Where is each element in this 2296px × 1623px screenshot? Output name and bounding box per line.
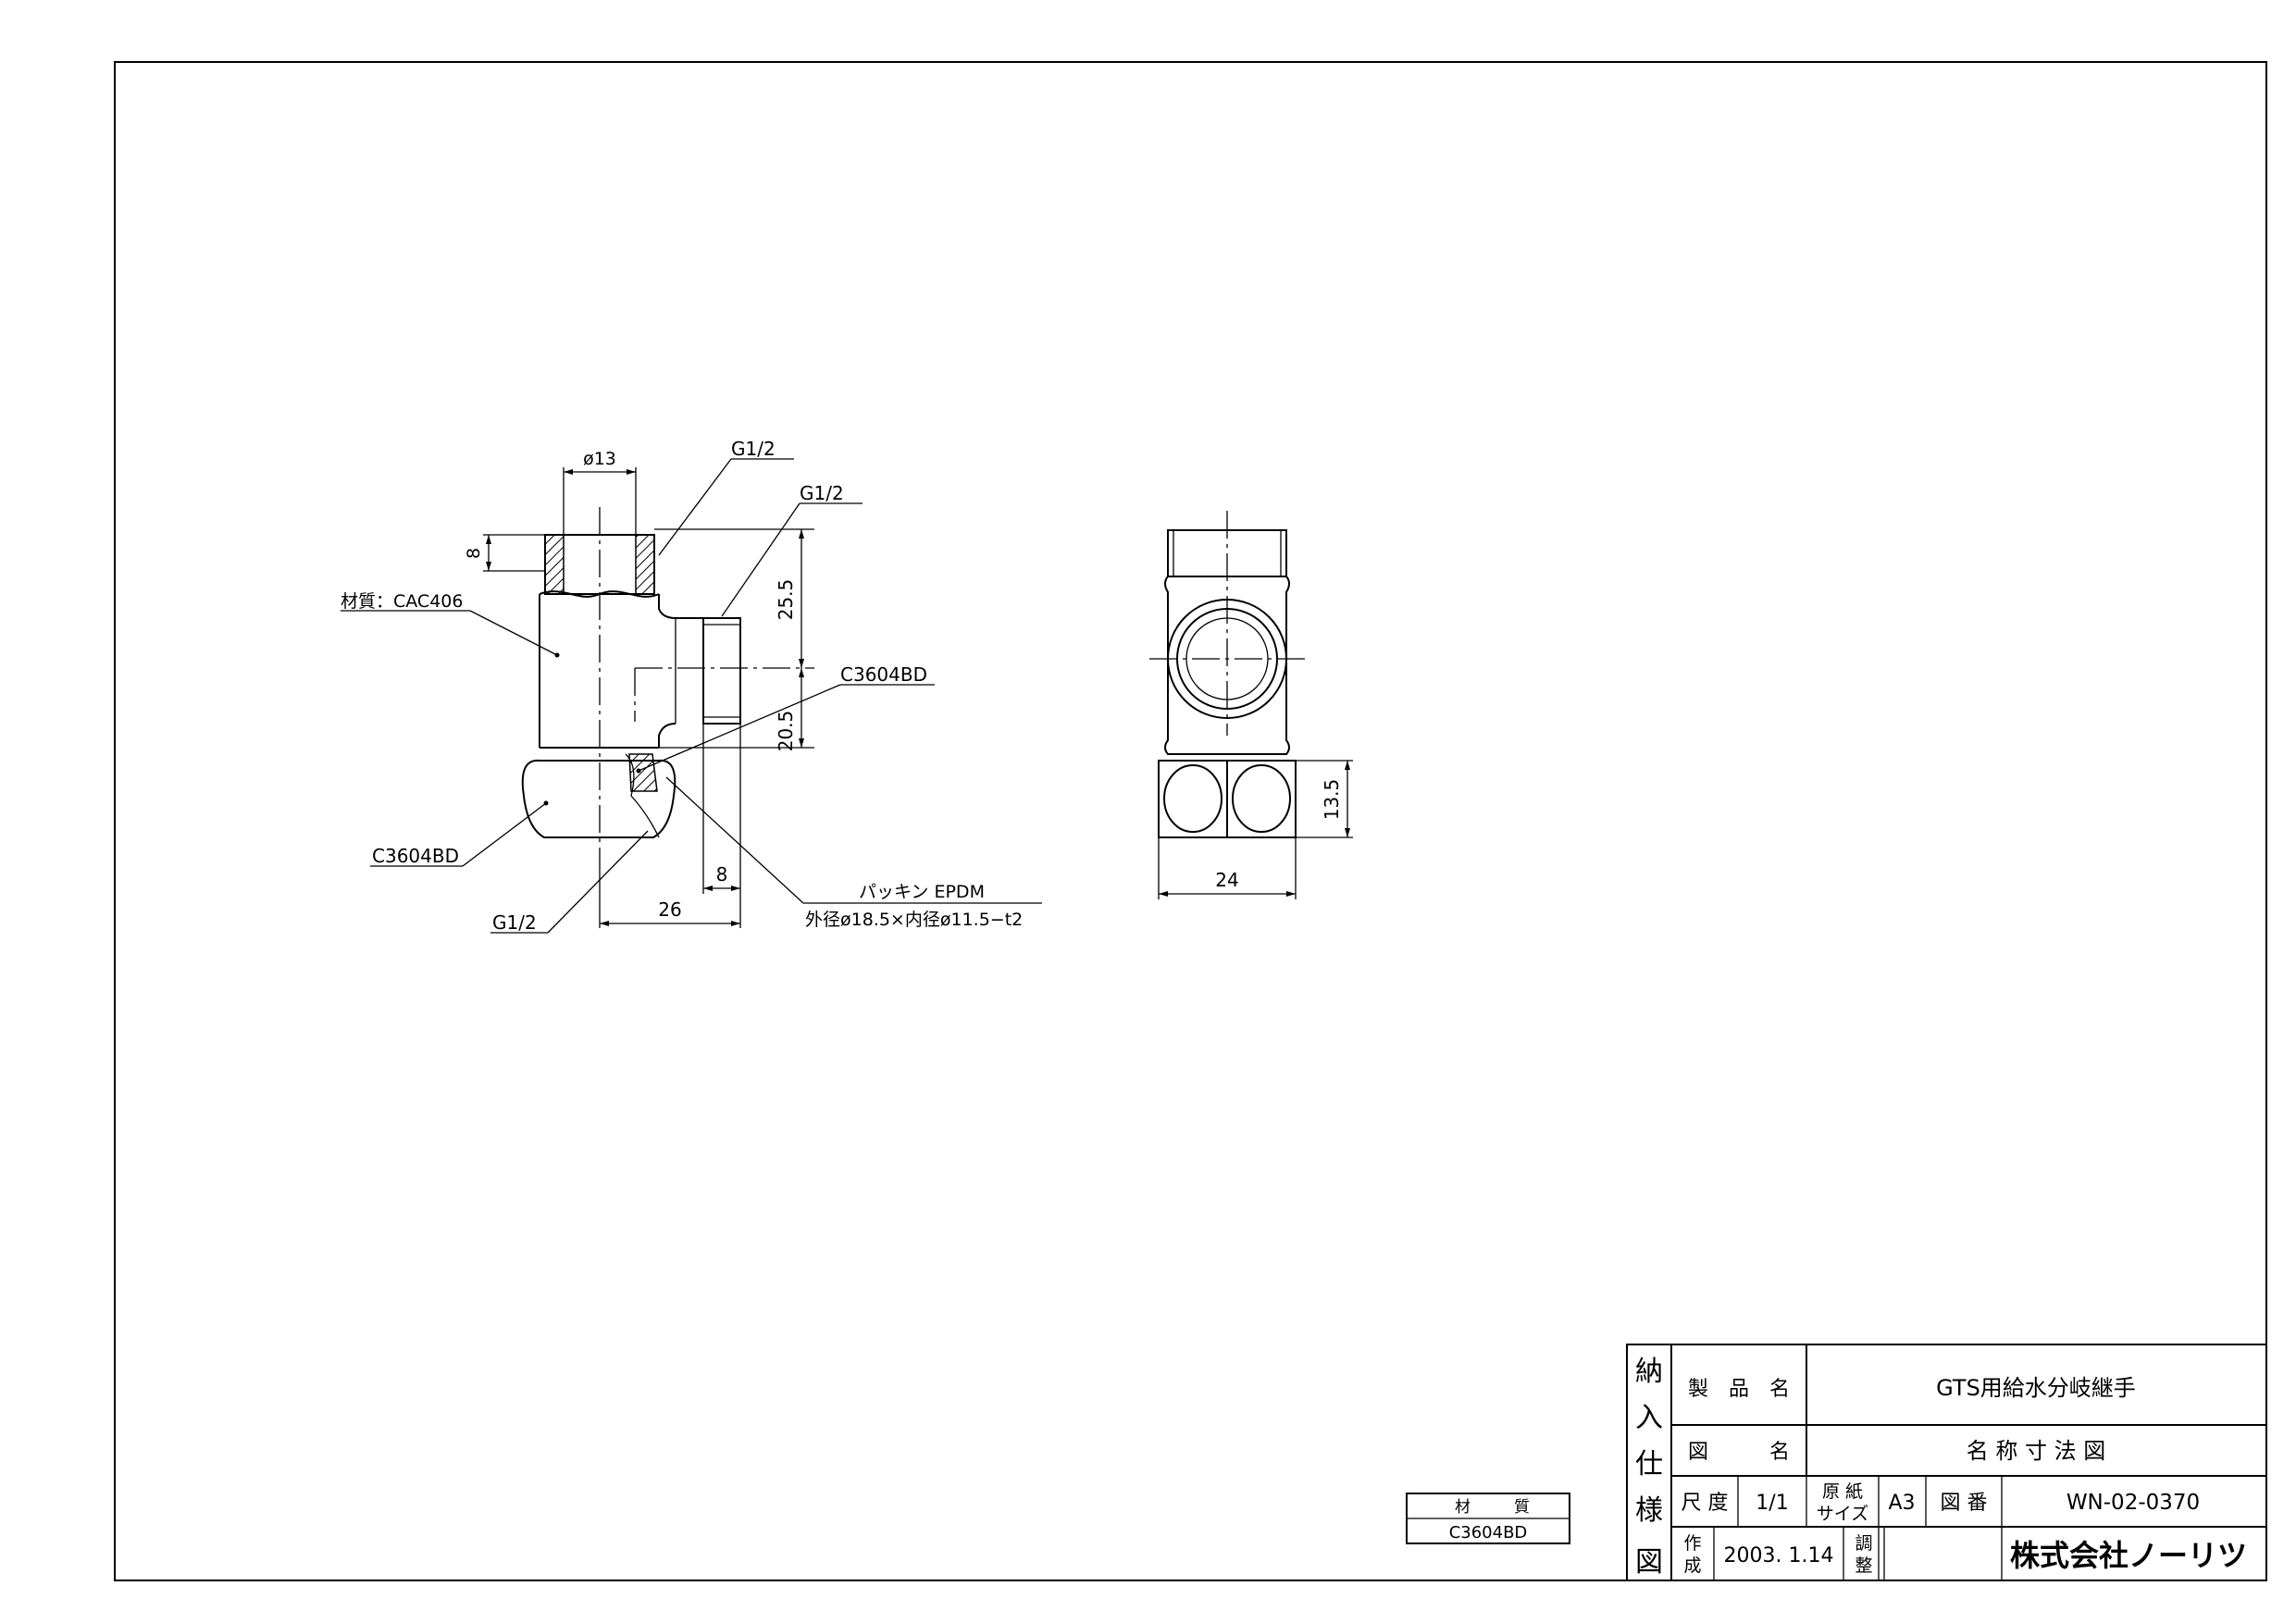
vertical-label-2: 入 xyxy=(1635,1402,1663,1434)
dim-side-width: 24 xyxy=(1215,869,1238,891)
dim-lower-height: 20.5 xyxy=(775,711,797,752)
vertical-label-5: 図 xyxy=(1635,1546,1663,1579)
dim-thread-length: 8 xyxy=(464,548,484,559)
front-view: ø13 8 25.5 20.5 26 8 G1/2 G1/2 xyxy=(341,438,1042,934)
dim-top-diameter: ø13 xyxy=(583,449,616,469)
material-header-right: 質 xyxy=(1514,1498,1530,1517)
company-name: 株式会社ノーリツ xyxy=(2010,1538,2247,1573)
material-box: 材 質 C3604BD xyxy=(1406,1493,1570,1544)
drawing-no-label: 図 番 xyxy=(1941,1492,1988,1515)
created-date: 2003. 1.14 xyxy=(1724,1544,1834,1567)
paper-label-2: サイズ xyxy=(1817,1504,1868,1524)
union-nut xyxy=(521,759,676,838)
vertical-label-4: 様 xyxy=(1635,1494,1663,1527)
dim-side-height: 13.5 xyxy=(1321,779,1343,821)
material-header-left: 材 xyxy=(1455,1498,1471,1517)
drawing-name-label: 図 名 xyxy=(1688,1441,1790,1464)
side-view: 24 13.5 xyxy=(1149,511,1353,899)
material-value: C3604BD xyxy=(1449,1523,1528,1542)
side-branch xyxy=(702,617,741,725)
product-name: GTS用給水分岐継手 xyxy=(1936,1375,2136,1401)
adjust-label-2: 整 xyxy=(1855,1555,1872,1576)
label-thread-top: G1/2 xyxy=(731,438,776,460)
label-packing-2: 外径ø18.5×内径ø11.5−t2 xyxy=(805,910,1023,930)
label-thread-side: G1/2 xyxy=(800,482,844,504)
label-nut-material: C3604BD xyxy=(372,845,459,867)
title-block: 納 入 仕 様 図 製 品 名 GTS用給水分岐継手 図 名 名 称 寸 法 図… xyxy=(1626,1344,2267,1581)
dim-nut-width: 8 xyxy=(716,863,728,886)
dim-upper-height: 25.5 xyxy=(775,579,797,621)
sheet-border xyxy=(114,61,2267,1581)
label-thread-bottom: G1/2 xyxy=(492,911,537,934)
label-inner-material: C3604BD xyxy=(840,663,927,686)
paper-size: A3 xyxy=(1888,1492,1915,1515)
vertical-label-3: 仕 xyxy=(1635,1448,1663,1481)
label-material-body: 材質：CAC406 xyxy=(341,591,463,612)
scale-value: 1/1 xyxy=(1756,1492,1788,1515)
product-name-label: 製 品 名 xyxy=(1688,1378,1790,1401)
paper-label-1: 原 紙 xyxy=(1822,1481,1863,1502)
scale-label: 尺 度 xyxy=(1682,1492,1729,1515)
drawing-name: 名 称 寸 法 図 xyxy=(1967,1438,2106,1464)
created-label-1: 作 xyxy=(1683,1533,1701,1554)
vertical-label-1: 納 xyxy=(1635,1356,1663,1388)
label-packing-1: パッキン EPDM xyxy=(859,882,985,902)
packing-section xyxy=(628,753,658,792)
created-label-2: 成 xyxy=(1683,1555,1701,1576)
drawing-no: WN-02-0370 xyxy=(2066,1491,2200,1515)
dim-width: 26 xyxy=(658,898,681,921)
adjust-label-1: 調 xyxy=(1855,1533,1872,1554)
